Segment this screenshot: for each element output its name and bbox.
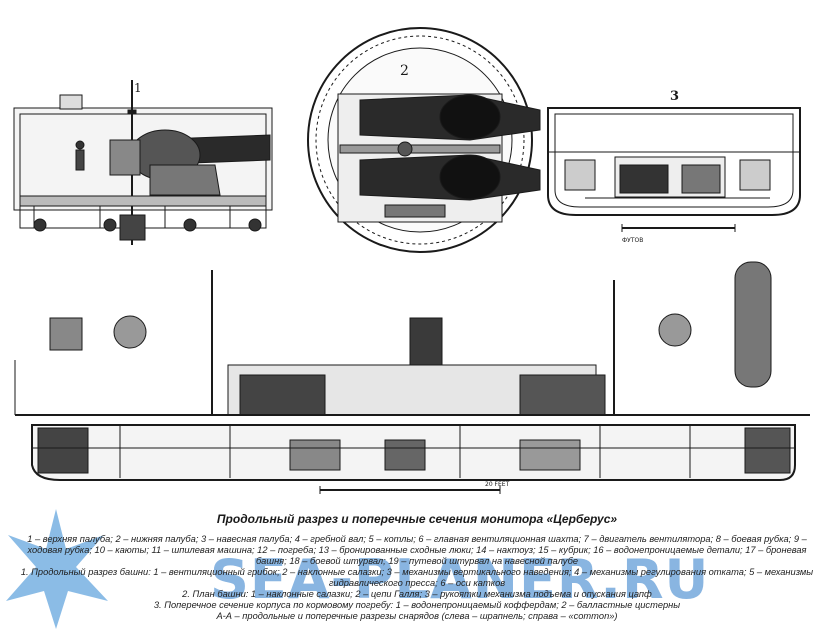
fig1-label: 1 — [134, 81, 142, 95]
legend-line-3: башня; 18 – боевой штурвал; 19 – путевой… — [255, 556, 579, 566]
cross-section-scale-label: ФУТОВ — [622, 237, 643, 244]
watermark: SEA-PLANER.RU — [210, 548, 710, 611]
legend-line-1: 1 – верхняя палуба; 2 – нижняя палуба; 3… — [27, 534, 807, 544]
fig3-label: 3 — [670, 89, 679, 104]
hull-cross-section-figure — [547, 107, 801, 232]
engraving-drawing: 1 2 3 ФУТОВ 20 FEET — [13, 27, 810, 494]
legend-line-2: ходовая рубка; 10 – каюты; 11 – шпилевая… — [27, 545, 807, 555]
legend-line-7: 3. Поперечное сечение корпуса по кормово… — [153, 600, 681, 610]
turret-plan-figure — [307, 27, 541, 253]
legend-line-8: А-А – продольные и поперечные разрезы сн… — [216, 611, 618, 621]
legend-line-5: гидравлического пресса; 6 – оси катков — [328, 578, 506, 588]
fig2-label: 2 — [400, 63, 409, 79]
star-logo-icon — [6, 509, 108, 629]
caption-title: Продольный разрез и поперечные сечения м… — [216, 512, 618, 526]
legend-line-4: 1. Продольный разрез башни: 1 – вентиляц… — [20, 567, 814, 577]
ship-longitudinal-section — [14, 270, 810, 494]
shell-sections — [49, 261, 772, 388]
turret-section-figure — [13, 80, 273, 245]
legend-line-6: 2. План башни: 1 – наклонные салазки; 2 … — [182, 589, 652, 599]
longitudinal-scale-label: 20 FEET — [485, 481, 510, 488]
